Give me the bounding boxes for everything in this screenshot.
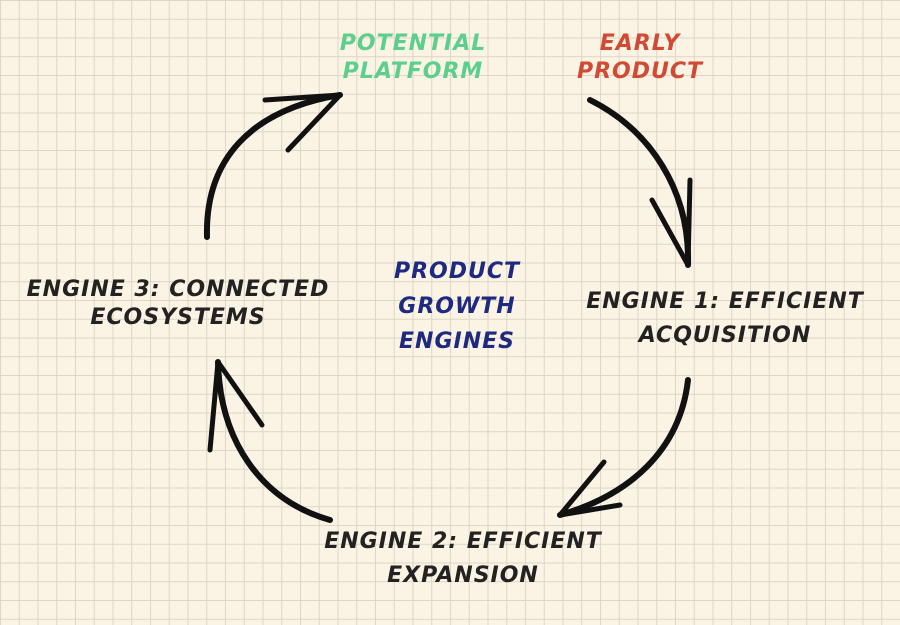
- early-product-label: EARLY PRODUCT: [565, 30, 715, 85]
- engine1-line-2: ACQUISITION: [638, 322, 812, 348]
- early-product-line-2: PRODUCT: [576, 58, 704, 84]
- engine2-line-1: ENGINE 2: EFFICIENT: [324, 529, 602, 554]
- center-title-line-2: GROWTH: [398, 294, 516, 320]
- center-title: PRODUCT GROWTH ENGINES: [372, 254, 542, 360]
- center-title-line-1: PRODUCT: [393, 259, 521, 284]
- arrow-product-to-engine1: [587, 97, 693, 268]
- center-title-line-3: ENGINES: [399, 329, 515, 355]
- arrow-engine1-to-engine2: [557, 377, 691, 518]
- engine2-line-2: EXPANSION: [387, 562, 539, 588]
- engine3-line-2: ECOSYSTEMS: [90, 304, 266, 330]
- early-product-line-1: EARLY: [599, 31, 681, 56]
- arrow-engine2-to-engine3: [207, 359, 333, 523]
- potential-platform-label: POTENTIAL PLATFORM: [318, 30, 508, 85]
- engine3-label: ENGINE 3: CONNECTED ECOSYSTEMS: [8, 276, 348, 331]
- engine2-label: ENGINE 2: EFFICIENT EXPANSION: [298, 528, 628, 589]
- engine1-label: ENGINE 1: EFFICIENT ACQUISITION: [565, 288, 885, 349]
- arrow-engine3-to-platform: [203, 92, 343, 240]
- potential-platform-line-2: PLATFORM: [342, 58, 484, 84]
- engine1-line-1: ENGINE 1: EFFICIENT: [586, 289, 864, 314]
- engine3-line-1: ENGINE 3: CONNECTED: [26, 277, 330, 302]
- potential-platform-line-1: POTENTIAL: [339, 31, 487, 56]
